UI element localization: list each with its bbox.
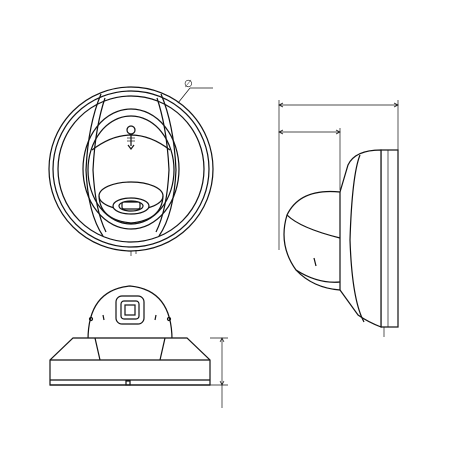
diameter-symbol: ∅ bbox=[184, 79, 193, 90]
front-view bbox=[50, 286, 228, 408]
top-view: ∅ bbox=[49, 79, 213, 256]
side-view bbox=[279, 100, 398, 337]
